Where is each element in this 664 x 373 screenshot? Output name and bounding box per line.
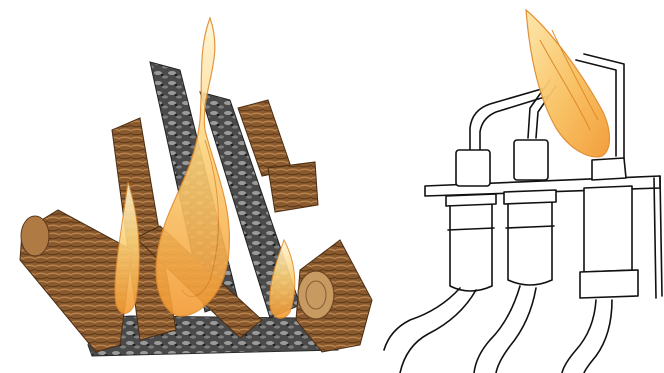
lead-wires	[384, 286, 612, 373]
left-electrode	[446, 150, 496, 291]
gas-log-set-illustration	[0, 0, 380, 373]
middle-electrode	[504, 140, 556, 285]
pilot-assembly-illustration	[380, 0, 664, 373]
pilot-assembly-svg	[380, 0, 664, 373]
pilot-flame	[526, 10, 610, 157]
gas-log-set-svg	[0, 0, 380, 373]
main-flame	[156, 18, 229, 316]
